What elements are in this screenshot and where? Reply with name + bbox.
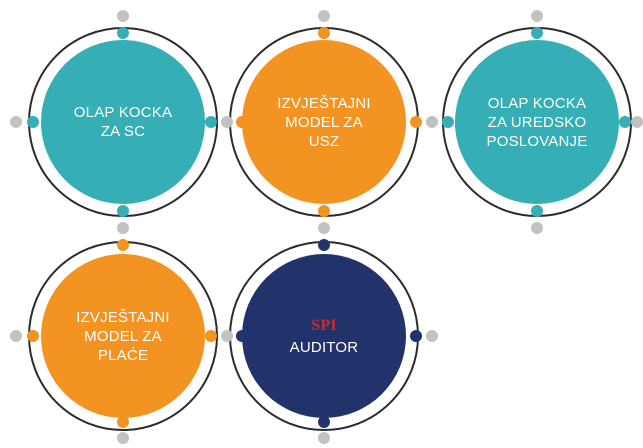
node-izvjestajni-model-place: IZVJEŠTAJNI MODEL ZA PLAĆE xyxy=(28,241,218,431)
node-label-line: OLAP KOCKA xyxy=(487,94,587,112)
connector-dot-grey xyxy=(318,10,330,22)
node-izvjestajni-model-usz: IZVJEŠTAJNI MODEL ZA USZ xyxy=(229,27,419,217)
node-circle-spi-auditor: SPI AUDITOR xyxy=(242,254,406,418)
connector-dot xyxy=(410,116,422,128)
connector-dot-grey xyxy=(631,116,643,128)
node-olap-kocka-uredsko-poslovanje: OLAP KOCKA ZA UREDSKO POSLOVANJE xyxy=(442,27,632,217)
node-circle-izvjestajni-model-place: IZVJEŠTAJNI MODEL ZA PLAĆE xyxy=(41,254,205,418)
connector-dot xyxy=(117,205,129,217)
connector-dot-grey xyxy=(10,330,22,342)
connector-dot xyxy=(442,116,454,128)
connector-dot-grey xyxy=(221,116,233,128)
node-label-line: MODEL ZA xyxy=(84,327,162,345)
connector-dot xyxy=(318,27,330,39)
connector-dot xyxy=(117,27,129,39)
node-label-line: USZ xyxy=(308,132,340,150)
node-label-line: ZA UREDSKO xyxy=(487,113,587,131)
node-label-line: POSLOVANJE xyxy=(486,132,588,150)
node-label-line: OLAP KOCKA xyxy=(73,104,173,121)
connector-dot xyxy=(236,330,248,342)
connector-dot-grey xyxy=(117,222,129,234)
connector-dot xyxy=(205,330,217,342)
connector-dot xyxy=(117,416,129,428)
connector-dot xyxy=(117,239,129,251)
node-label-line: MODEL ZA xyxy=(285,113,363,131)
connector-dot xyxy=(531,27,543,39)
node-label-line: PLAĆE xyxy=(97,346,149,364)
node-label-line: AUDITOR xyxy=(289,338,359,356)
connector-dot xyxy=(318,205,330,217)
node-circle-olap-kocka-uredsko: OLAP KOCKA ZA UREDSKO POSLOVANJE xyxy=(455,40,619,204)
node-label-line: IZVJEŠTAJNI xyxy=(76,308,170,326)
connector-dot xyxy=(205,116,217,128)
connector-dot xyxy=(236,116,248,128)
connector-dot xyxy=(318,239,330,251)
connector-dot-grey xyxy=(426,116,438,128)
node-spi-auditor: SPI AUDITOR xyxy=(229,241,419,431)
connector-dot-grey xyxy=(531,222,543,234)
connector-dot-grey xyxy=(221,330,233,342)
node-circle-izvjestajni-model-usz: IZVJEŠTAJNI MODEL ZA USZ xyxy=(242,40,406,204)
connector-dot-grey xyxy=(10,116,22,128)
connector-dot-grey xyxy=(318,222,330,234)
node-circle-olap-kocka-sc: OLAP KOCKA ZA SC xyxy=(41,40,205,204)
connector-dot xyxy=(27,330,39,342)
connector-dot xyxy=(531,205,543,217)
connector-dot-grey xyxy=(117,432,129,444)
node-label-line: ZA SC xyxy=(100,123,146,140)
connector-dot-grey xyxy=(318,432,330,444)
node-olap-kocka-sc: OLAP KOCKA ZA SC xyxy=(28,27,218,217)
connector-dot xyxy=(27,116,39,128)
connector-dot-grey xyxy=(117,10,129,22)
spi-logo-text: SPI xyxy=(311,316,337,334)
connector-dot-grey xyxy=(426,330,438,342)
connector-dot xyxy=(318,416,330,428)
node-label-line: IZVJEŠTAJNI xyxy=(277,94,371,112)
connector-dot xyxy=(619,116,631,128)
connector-dot xyxy=(410,330,422,342)
connector-dot-grey xyxy=(531,10,543,22)
